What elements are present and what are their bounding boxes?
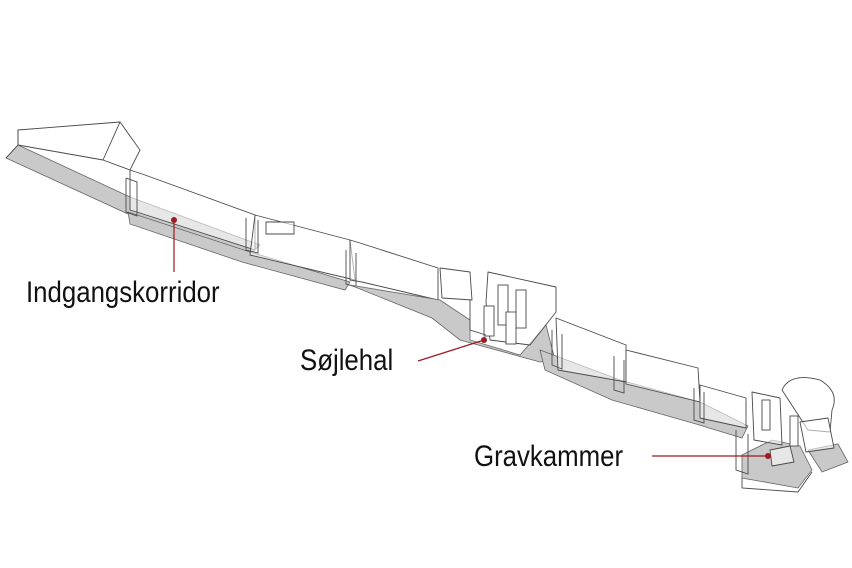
pillared-hall-structure [349, 267, 557, 363]
burial-chamber-entry [735, 430, 749, 475]
pillared-hall-leader-line [417, 339, 485, 362]
burial-chamber-label: Gravkammer [474, 440, 624, 473]
pillared-hall-label: Søjlehal [300, 344, 394, 377]
corridor-segment-2-frame [245, 218, 259, 254]
sarcophagus [769, 445, 795, 467]
chamber-lower-edge [741, 471, 813, 493]
chamber-pillar-2 [789, 415, 799, 447]
pillared-hall-entry [469, 300, 487, 336]
antechamber [439, 267, 473, 301]
lower-corridor-structure [539, 317, 749, 439]
chamber-annex [799, 417, 835, 453]
entrance-ramp-edge [5, 130, 19, 159]
pillar-4 [483, 305, 495, 337]
burial-chamber-leader-dot [765, 453, 771, 459]
pillar-1 [497, 284, 509, 326]
burial-chamber-structure [735, 377, 849, 493]
entrance-corridor-structure [5, 121, 439, 301]
entrance-slope-edge [102, 121, 141, 171]
lower-corridor-segment-3 [699, 384, 747, 429]
corridor-segment-3 [349, 239, 439, 301]
lower-corridor-frame-3 [693, 388, 705, 424]
lower-corridor-frame-2 [613, 356, 625, 394]
lower-corridor-frame-1 [551, 330, 563, 370]
pillar-3 [505, 311, 517, 345]
pillared-hall-leader-dot [481, 337, 487, 343]
chamber-pillar-1 [761, 399, 771, 431]
corridor-segment-1-door [125, 177, 138, 217]
side-chamber-dome [781, 377, 835, 433]
pillar-2 [515, 289, 527, 329]
leader-lines [171, 217, 771, 459]
wall-niche [265, 221, 295, 235]
entrance-leader-dot [171, 217, 177, 223]
entrance-corridor-label: Indgangskorridor [26, 276, 220, 309]
